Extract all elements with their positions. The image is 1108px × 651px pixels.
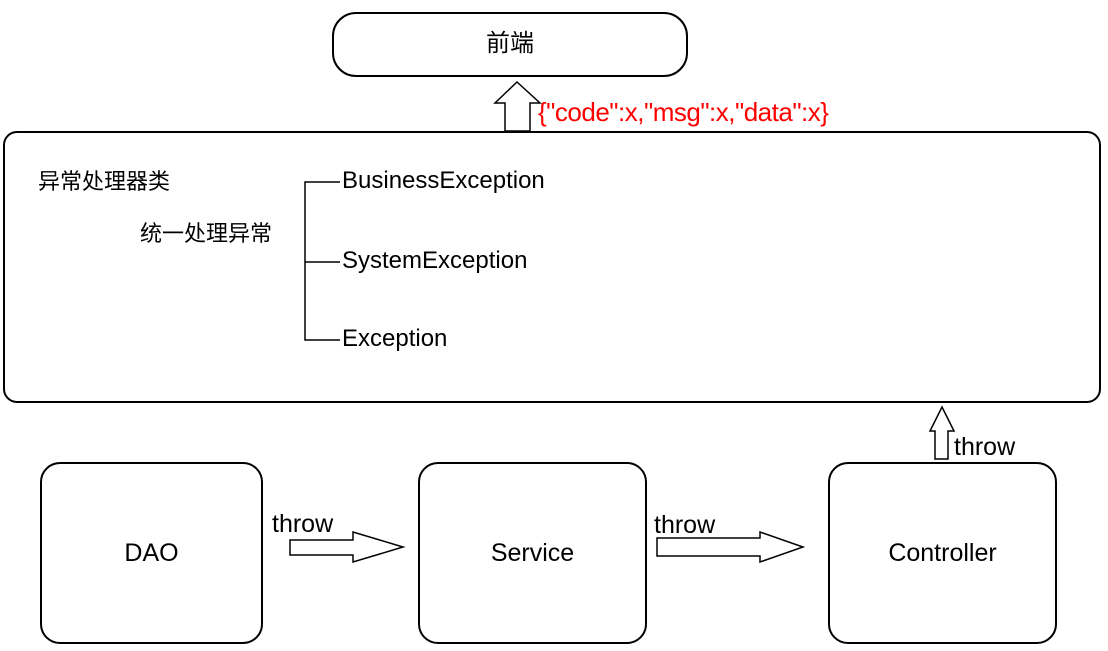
handler-subtitle: 统一处理异常 — [140, 221, 273, 246]
dao-label: DAO — [124, 539, 179, 567]
up-arrow-to-frontend-icon — [493, 80, 542, 132]
exception-item-system: SystemException — [342, 247, 528, 274]
exception-item-business: BusinessException — [342, 167, 545, 194]
service-box: Service — [418, 462, 647, 644]
handler-title: 异常处理器类 — [38, 169, 171, 194]
response-json-annotation: {"code":x,"msg":x,"data":x} — [538, 97, 829, 127]
up-arrow-controller-to-handler-icon — [928, 405, 956, 460]
controller-label: Controller — [888, 539, 997, 567]
exception-item-exception: Exception — [342, 325, 448, 352]
throw-label-controller-handler: throw — [954, 433, 1016, 461]
frontend-box: 前端 — [332, 12, 688, 77]
exception-handler-box — [3, 131, 1101, 403]
throw-label-service-controller: throw — [654, 511, 716, 539]
dao-box: DAO — [40, 462, 263, 644]
throw-label-dao-service: throw — [272, 510, 334, 538]
frontend-label: 前端 — [486, 30, 534, 58]
service-label: Service — [490, 539, 575, 567]
controller-box: Controller — [828, 462, 1057, 644]
